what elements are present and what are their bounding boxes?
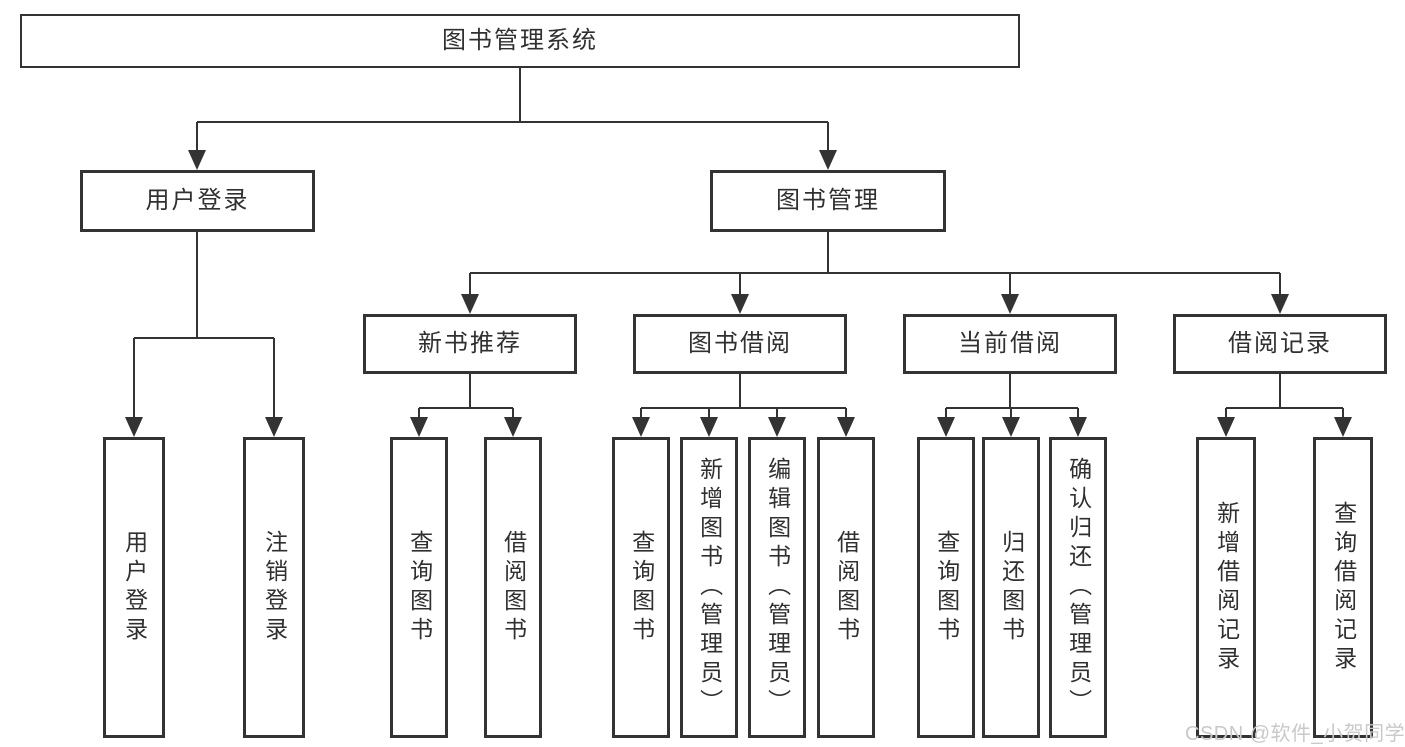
leaf-query-borrow-record-label: 查询借阅记录 xyxy=(1330,500,1357,675)
leaf-logout: 注销登录 xyxy=(243,437,305,738)
leaf-add-borrow-record: 新增借阅记录 xyxy=(1196,437,1256,738)
leaf-return-books-label: 归还图书 xyxy=(998,529,1025,646)
leaf-query-books-recommend-label: 查询图书 xyxy=(406,529,433,646)
leaf-borrow-books-recommend: 借阅图书 xyxy=(484,437,542,738)
leaf-query-borrow-record: 查询借阅记录 xyxy=(1313,437,1373,738)
leaf-query-books-current: 查询图书 xyxy=(917,437,975,738)
leaf-return-books: 归还图书 xyxy=(982,437,1040,738)
node-new-book-recommend: 新书推荐 xyxy=(363,314,577,374)
leaf-edit-books-admin: 编辑图书（管理员） xyxy=(748,437,806,738)
leaf-edit-books-admin-label: 编辑图书（管理员） xyxy=(764,457,791,718)
leaf-borrow-books-borrowing-label: 借阅图书 xyxy=(833,529,860,646)
leaf-confirm-return-admin: 确认归还（管理员） xyxy=(1049,437,1107,738)
leaf-query-books-borrowing: 查询图书 xyxy=(612,437,670,738)
leaf-add-books-admin: 新增图书（管理员） xyxy=(680,437,738,738)
node-book-management-branch: 图书管理 xyxy=(710,170,946,232)
leaf-query-books-borrowing-label: 查询图书 xyxy=(628,529,655,646)
leaf-user-login-label: 用户登录 xyxy=(121,529,148,646)
node-current-borrowing: 当前借阅 xyxy=(903,314,1117,374)
tree-edge-lines xyxy=(133,68,1344,419)
node-library-management-system: 图书管理系统 xyxy=(20,14,1020,68)
leaf-borrow-books-recommend-label: 借阅图书 xyxy=(500,529,527,646)
node-book-borrowing: 图书借阅 xyxy=(633,314,847,374)
leaf-user-login: 用户登录 xyxy=(103,437,165,738)
leaf-query-books-recommend: 查询图书 xyxy=(390,437,448,738)
leaf-logout-label: 注销登录 xyxy=(261,529,288,646)
node-borrowing-records: 借阅记录 xyxy=(1173,314,1387,374)
node-user-login-branch: 用户登录 xyxy=(80,170,315,232)
leaf-confirm-return-admin-label: 确认归还（管理员） xyxy=(1065,457,1092,718)
csdn-watermark: CSDN @软件_小贺同学 xyxy=(1185,723,1405,745)
leaf-query-books-current-label: 查询图书 xyxy=(933,529,960,646)
leaf-add-borrow-record-label: 新增借阅记录 xyxy=(1213,500,1240,675)
leaf-add-books-admin-label: 新增图书（管理员） xyxy=(696,457,723,718)
leaf-borrow-books-borrowing: 借阅图书 xyxy=(817,437,875,738)
